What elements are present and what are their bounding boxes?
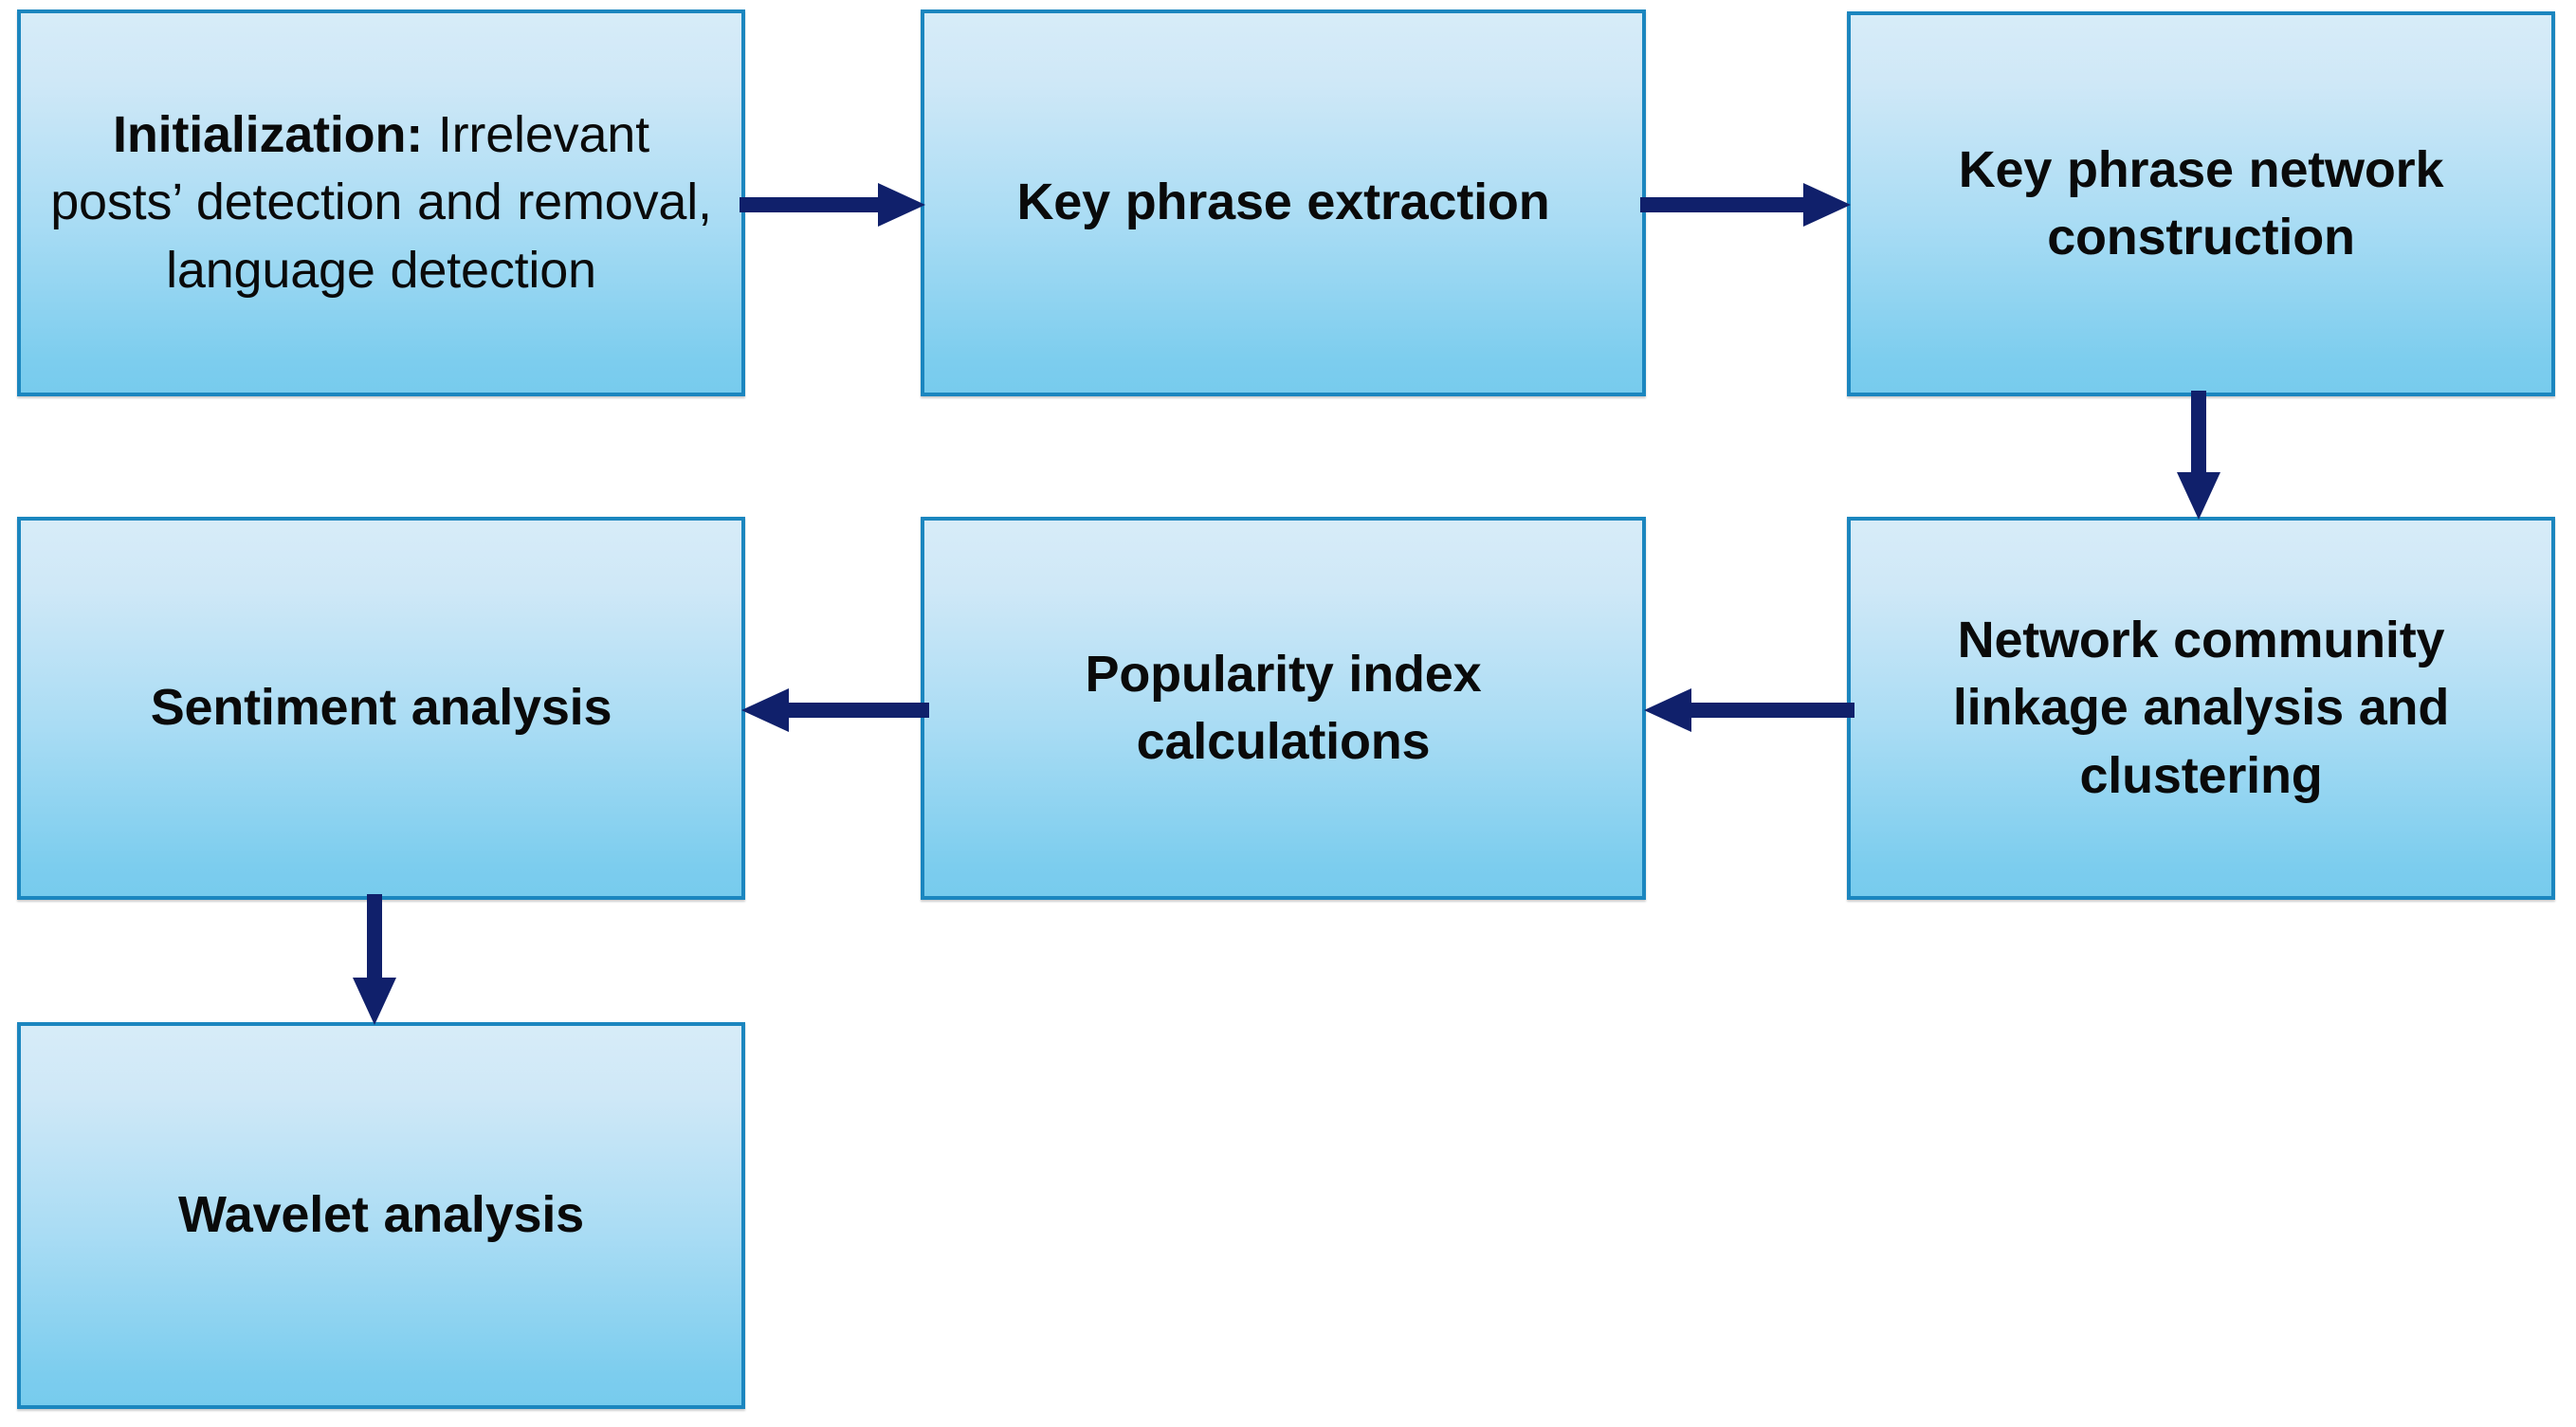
network-community-linkage-box[interactable]: Network community linkage analysis and c… [1847,517,2555,900]
sentiment-analysis-box[interactable]: Sentiment analysis [17,517,745,900]
popularity-index-calculations-box[interactable]: Popularity index calculations [921,517,1646,900]
wavelet-analysis-label: Wavelet analysis [177,1186,585,1244]
arrow-sentiment-analysis-to-wavelet-analysis [345,894,404,1029]
popularity-index-calculations-label: Popularity index calculations [1085,645,1482,770]
key-phrase-extraction-label: Key phrase extraction [1016,174,1550,231]
initialization-label-rest: Irrelevant posts’ detection and removal,… [50,106,712,299]
arrow-initialization-to-key-phrase-extraction [740,175,929,234]
network-community-linkage-label: Network community linkage analysis and c… [1952,612,2450,804]
arrow-key-phrase-extraction-to-network-construction [1640,175,1854,234]
wavelet-analysis-box[interactable]: Wavelet analysis [17,1022,745,1409]
key-phrase-network-construction-box[interactable]: Key phrase network construction [1847,11,2555,396]
sentiment-analysis-label: Sentiment analysis [150,679,612,737]
key-phrase-network-construction-label: Key phrase network construction [1958,140,2444,265]
initialization-label: Initialization: Irrelevant posts’ detect… [46,101,717,304]
arrow-network-construction-to-community-linkage [2169,391,2228,523]
arrow-popularity-index-to-sentiment-analysis [738,681,929,740]
key-phrase-extraction-box[interactable]: Key phrase extraction [921,9,1646,396]
initialization-box[interactable]: Initialization: Irrelevant posts’ detect… [17,9,745,396]
arrow-community-linkage-to-popularity-index [1640,681,1854,740]
initialization-label-lead: Initialization: [113,106,424,164]
